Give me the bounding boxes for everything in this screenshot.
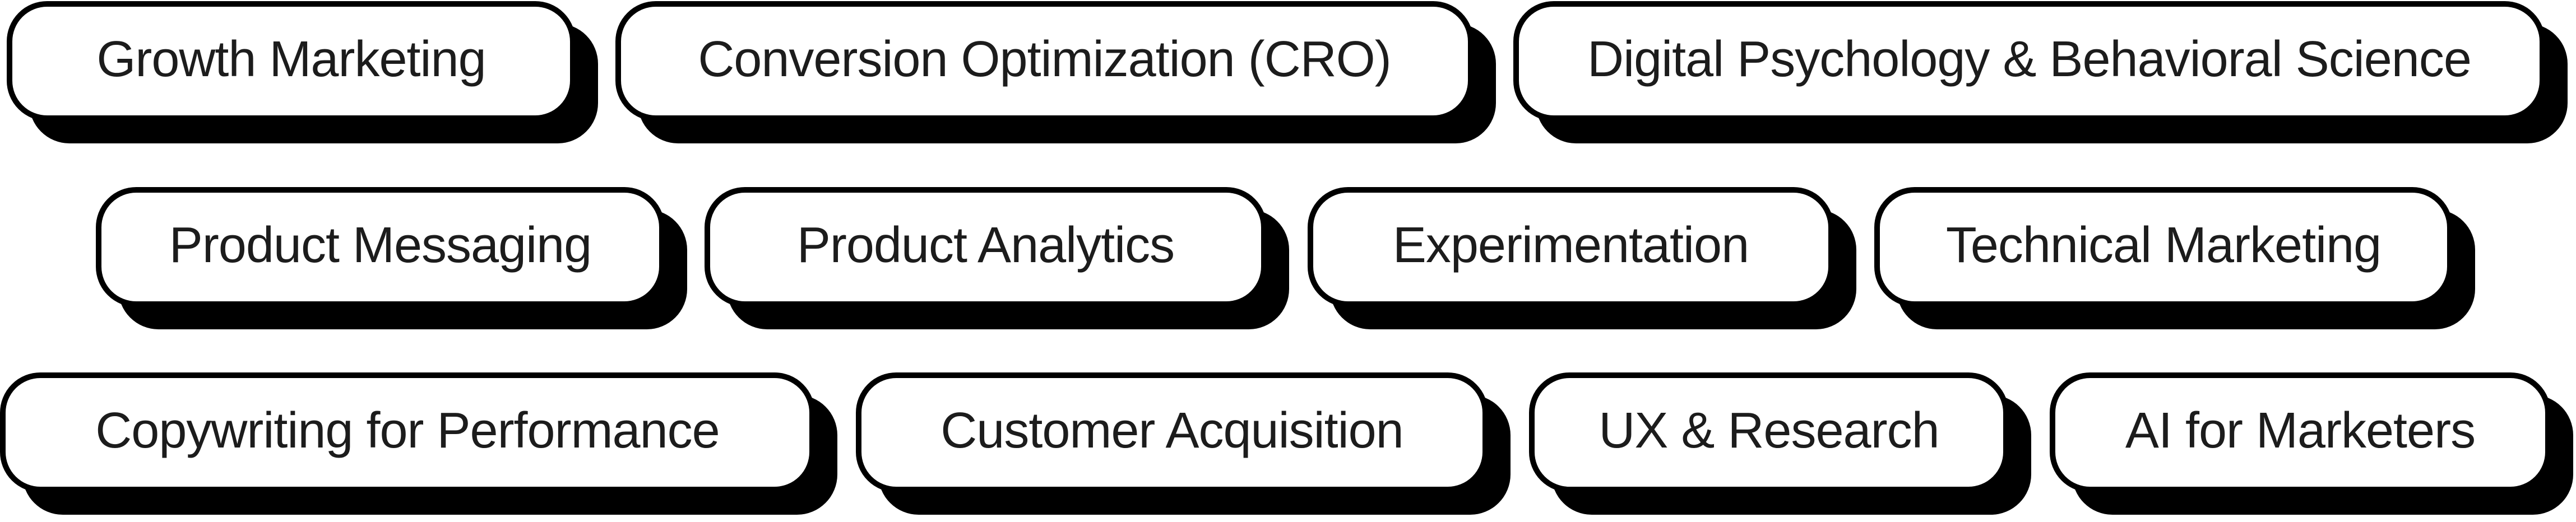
tag-label: Customer Acquisition — [940, 403, 1403, 459]
tag-conversion-optimization[interactable]: Conversion Optimization (CRO) — [615, 1, 1474, 121]
tag-label: AI for Marketers — [2125, 403, 2476, 459]
tag-label: Product Messaging — [169, 217, 592, 273]
tag-label: Experimentation — [1392, 217, 1749, 273]
tag-growth-marketing[interactable]: Growth Marketing — [7, 1, 576, 121]
tag-label: Digital Psychology & Behavioral Science — [1587, 31, 2472, 87]
tag-copywriting-for-performance[interactable]: Copywriting for Performance — [0, 372, 815, 492]
tag-label: Technical Marketing — [1945, 217, 2382, 273]
tag-product-analytics[interactable]: Product Analytics — [705, 187, 1267, 307]
tag-label: Product Analytics — [796, 217, 1175, 273]
tag-experimentation[interactable]: Experimentation — [1308, 187, 1834, 307]
tag-product-messaging[interactable]: Product Messaging — [96, 187, 665, 307]
tag-label: Conversion Optimization (CRO) — [698, 31, 1391, 87]
tag-digital-psychology[interactable]: Digital Psychology & Behavioral Science — [1513, 1, 2545, 121]
tag-label: UX & Research — [1599, 403, 1939, 459]
tag-label: Growth Marketing — [96, 31, 486, 87]
tag-technical-marketing[interactable]: Technical Marketing — [1874, 187, 2453, 307]
tag-label: Copywriting for Performance — [95, 403, 720, 459]
tag-customer-acquisition[interactable]: Customer Acquisition — [856, 372, 1488, 492]
tag-ux-research[interactable]: UX & Research — [1529, 372, 2009, 492]
tag-ai-for-marketers[interactable]: AI for Marketers — [2050, 372, 2551, 492]
